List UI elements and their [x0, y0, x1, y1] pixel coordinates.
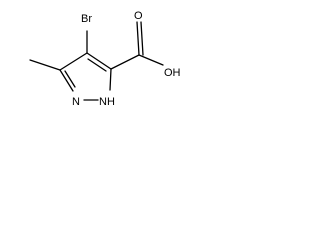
bromine-label: Br: [81, 13, 92, 25]
chemical-structure: Br N NH O OH: [29, 10, 181, 108]
carbonyl-oxygen-label: O: [134, 10, 143, 22]
hydroxyl-label: OH: [164, 67, 181, 79]
bond-carboxyl-c-o: [136, 21, 140, 56]
bond-carboxyl-c-o-double: [140, 21, 144, 56]
bond-n1-c5: [109, 68, 112, 91]
bond-c3-n2: [59, 69, 74, 92]
bond-c4-c5: [86, 52, 112, 70]
bond-carboxyl-c-oh: [138, 54, 164, 66]
bond-c3-methyl: [29, 59, 61, 71]
bond-c5-carboxyl: [110, 54, 140, 70]
bond-c3-n2-double: [64, 70, 76, 88]
ring-nh-label: NH: [99, 96, 115, 108]
bond-c4-c5-double: [87, 58, 107, 72]
ring-nitrogen-label: N: [72, 96, 80, 108]
bond-c4-c3: [59, 52, 88, 71]
